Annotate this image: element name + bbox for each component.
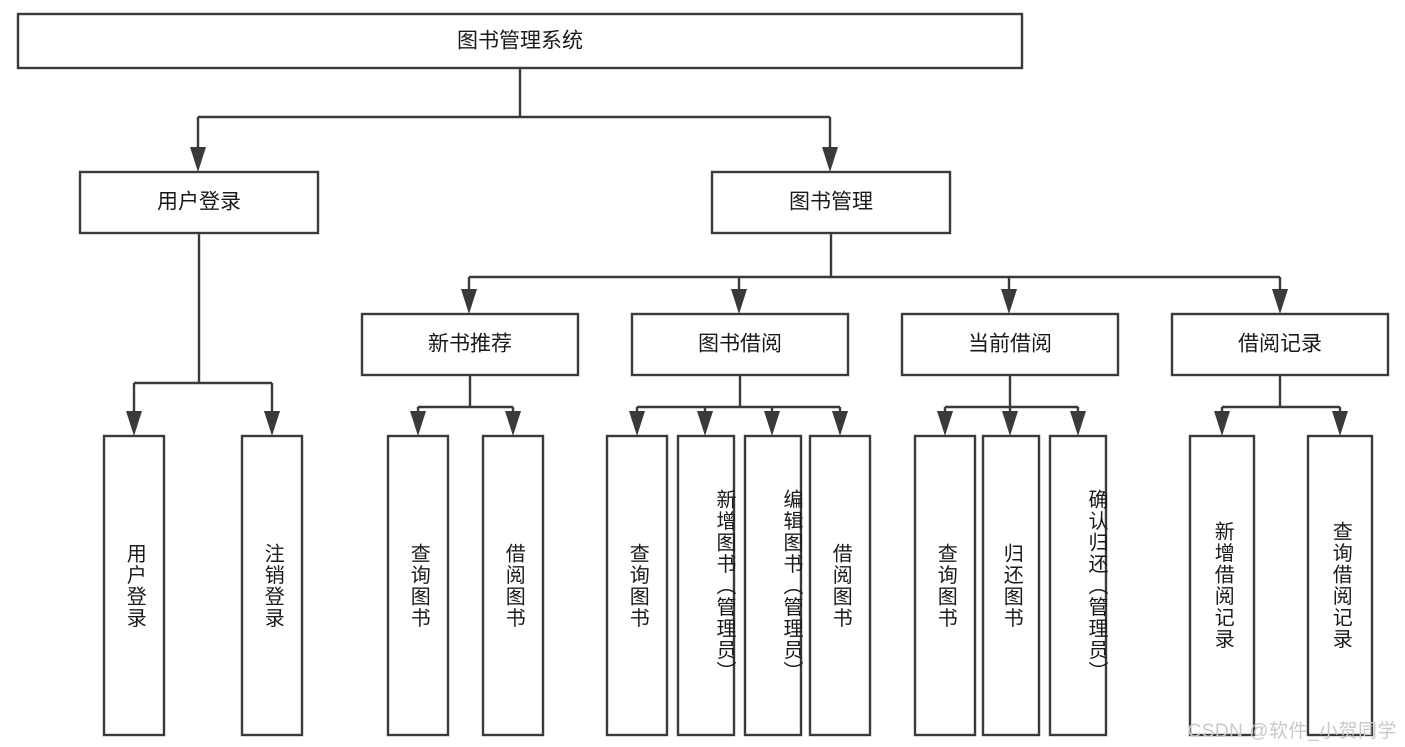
- leaf-box-current-1[interactable]: [913, 434, 977, 737]
- leaf-box-user-login-2[interactable]: [240, 434, 304, 737]
- arrowhead-borrow-leaf4: [832, 411, 848, 436]
- leaf-box-borrow-3[interactable]: [743, 434, 803, 737]
- node-book-borrow-label: 图书借阅: [698, 333, 782, 356]
- leaf-box-borrow-1[interactable]: [605, 434, 669, 737]
- node-new-book-recommend-label: 新书推荐: [428, 333, 512, 356]
- arrowhead-user-login-leaf2: [264, 411, 280, 436]
- leaf-box-borrow-2[interactable]: [676, 434, 736, 737]
- leaf-box-newbook-1[interactable]: [386, 434, 450, 737]
- leaf-box-user-login-1[interactable]: [102, 434, 166, 737]
- arrowhead-newbook-leaf1: [410, 411, 426, 436]
- leaf-box-borrow-4[interactable]: [808, 434, 872, 737]
- arrowhead-record-leaf1: [1214, 411, 1230, 436]
- arrowhead-current-leaf2: [1002, 411, 1018, 436]
- leaf-box-newbook-2[interactable]: [481, 434, 545, 737]
- node-current-borrow-label: 当前借阅: [968, 333, 1052, 356]
- arrowhead-borrow-leaf3: [764, 411, 780, 436]
- node-user-login-label: 用户登录: [157, 191, 241, 214]
- leaf-box-record-1[interactable]: [1188, 434, 1256, 737]
- arrowhead-root-to-user-login: [190, 147, 206, 172]
- arrowhead-current-leaf3: [1070, 411, 1086, 436]
- arrowhead-bm-to-newbook: [461, 289, 477, 314]
- node-book-manage-box[interactable]: [710, 170, 952, 235]
- node-book-borrow-box[interactable]: [630, 312, 850, 377]
- csdn-watermark: CSDN @软件_小贺同学: [1187, 721, 1397, 742]
- arrowhead-bm-to-current: [1001, 289, 1017, 314]
- leaf-box-record-2[interactable]: [1306, 434, 1374, 737]
- arrowhead-borrow-leaf2: [697, 411, 713, 436]
- node-borrow-record-box[interactable]: [1170, 312, 1390, 377]
- arrowhead-record-leaf2: [1332, 411, 1348, 436]
- node-borrow-record-label: 借阅记录: [1238, 333, 1322, 356]
- arrowhead-newbook-leaf2: [505, 411, 521, 436]
- node-root-box[interactable]: [16, 12, 1024, 70]
- arrowhead-root-to-book-manage: [822, 147, 838, 172]
- arrowhead-borrow-leaf1: [629, 411, 645, 436]
- arrowhead-bm-to-record: [1272, 289, 1288, 314]
- node-book-manage-label: 图书管理: [789, 191, 873, 214]
- arrowhead-user-login-leaf1: [126, 411, 142, 436]
- node-new-book-recommend-box[interactable]: [360, 312, 580, 377]
- node-current-borrow-box[interactable]: [900, 312, 1120, 377]
- arrowhead-bm-to-borrow: [731, 289, 747, 314]
- leaf-box-current-2[interactable]: [981, 434, 1041, 737]
- arrowhead-current-leaf1: [937, 411, 953, 436]
- leaf-box-current-3[interactable]: [1048, 434, 1108, 737]
- node-root-label: 图书管理系统: [457, 30, 583, 53]
